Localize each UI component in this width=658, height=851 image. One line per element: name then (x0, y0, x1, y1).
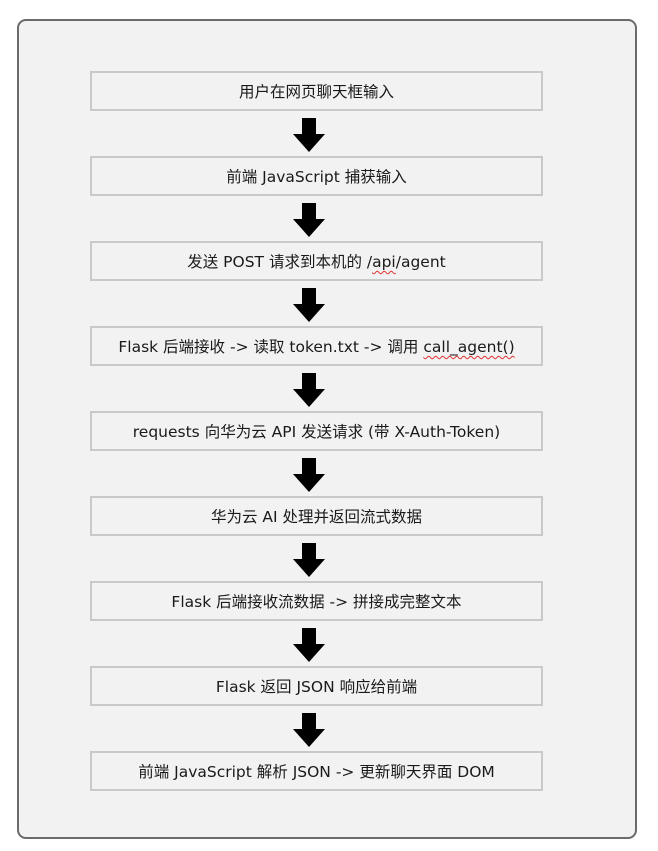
flow-step-4-text: Flask 后端接收 -> 读取 token.txt -> 调用 call_ag… (118, 335, 514, 357)
arrow-down-icon (293, 543, 325, 577)
flow-step-7-text: Flask 后端接收流数据 -> 拼接成完整文本 (171, 590, 461, 612)
step-4-segment-1: Flask 后端接收 -> 读取 token.txt -> 调用 (118, 338, 424, 356)
arrow-down-icon (293, 628, 325, 662)
flow-step-9-text: 前端 JavaScript 解析 JSON -> 更新聊天界面 DOM (138, 760, 495, 782)
step-8-segment-1: Flask 返回 JSON 响应给前端 (215, 678, 418, 696)
flow-step-7: Flask 后端接收流数据 -> 拼接成完整文本 (90, 581, 543, 621)
step-9-segment-1: 前端 JavaScript 解析 JSON -> 更新聊天界面 DOM (138, 763, 495, 781)
step-3-segment-2: api (372, 253, 396, 271)
step-4-segment-2: call_agent() (423, 338, 515, 356)
flow-step-5-text: requests 向华为云 API 发送请求 (带 X-Auth-Token) (133, 420, 500, 442)
flow-step-2-text: 前端 JavaScript 捕获输入 (226, 165, 407, 187)
flow-step-1-text: 用户在网页聊天框输入 (239, 80, 394, 102)
arrow-down-icon (293, 458, 325, 492)
step-6-segment-1: 华为云 AI 处理并返回流式数据 (210, 508, 423, 526)
step-1-segment-1: 用户在网页聊天框输入 (238, 83, 394, 101)
flow-step-6-text: 华为云 AI 处理并返回流式数据 (211, 505, 422, 527)
step-2-segment-1: 前端 JavaScript 捕获输入 (226, 168, 407, 186)
step-3-segment-1: 发送 POST 请求到本机的 / (187, 253, 373, 271)
flow-step-8: Flask 返回 JSON 响应给前端 (90, 666, 543, 706)
step-7-segment-1: Flask 后端接收流数据 -> 拼接成完整文本 (171, 593, 462, 611)
arrow-down-icon (293, 288, 325, 322)
flow-step-1: 用户在网页聊天框输入 (90, 71, 543, 111)
flow-step-2: 前端 JavaScript 捕获输入 (90, 156, 543, 196)
flow-step-3: 发送 POST 请求到本机的 /api/agent (90, 241, 543, 281)
arrow-down-icon (293, 713, 325, 747)
flow-step-4: Flask 后端接收 -> 读取 token.txt -> 调用 call_ag… (90, 326, 543, 366)
arrow-down-icon (293, 118, 325, 152)
arrow-down-icon (293, 373, 325, 407)
flow-step-8-text: Flask 返回 JSON 响应给前端 (216, 675, 417, 697)
arrow-down-icon (293, 203, 325, 237)
flow-step-3-text: 发送 POST 请求到本机的 /api/agent (187, 250, 446, 272)
step-3-segment-3: /agent (395, 253, 446, 271)
step-5-segment-1: requests 向华为云 API 发送请求 (带 X-Auth-Token) (132, 423, 501, 441)
flow-step-6: 华为云 AI 处理并返回流式数据 (90, 496, 543, 536)
flowchart-frame: 用户在网页聊天框输入 前端 JavaScript 捕获输入 发送 POST 请求… (17, 19, 637, 839)
flow-step-5: requests 向华为云 API 发送请求 (带 X-Auth-Token) (90, 411, 543, 451)
flow-step-9: 前端 JavaScript 解析 JSON -> 更新聊天界面 DOM (90, 751, 543, 791)
